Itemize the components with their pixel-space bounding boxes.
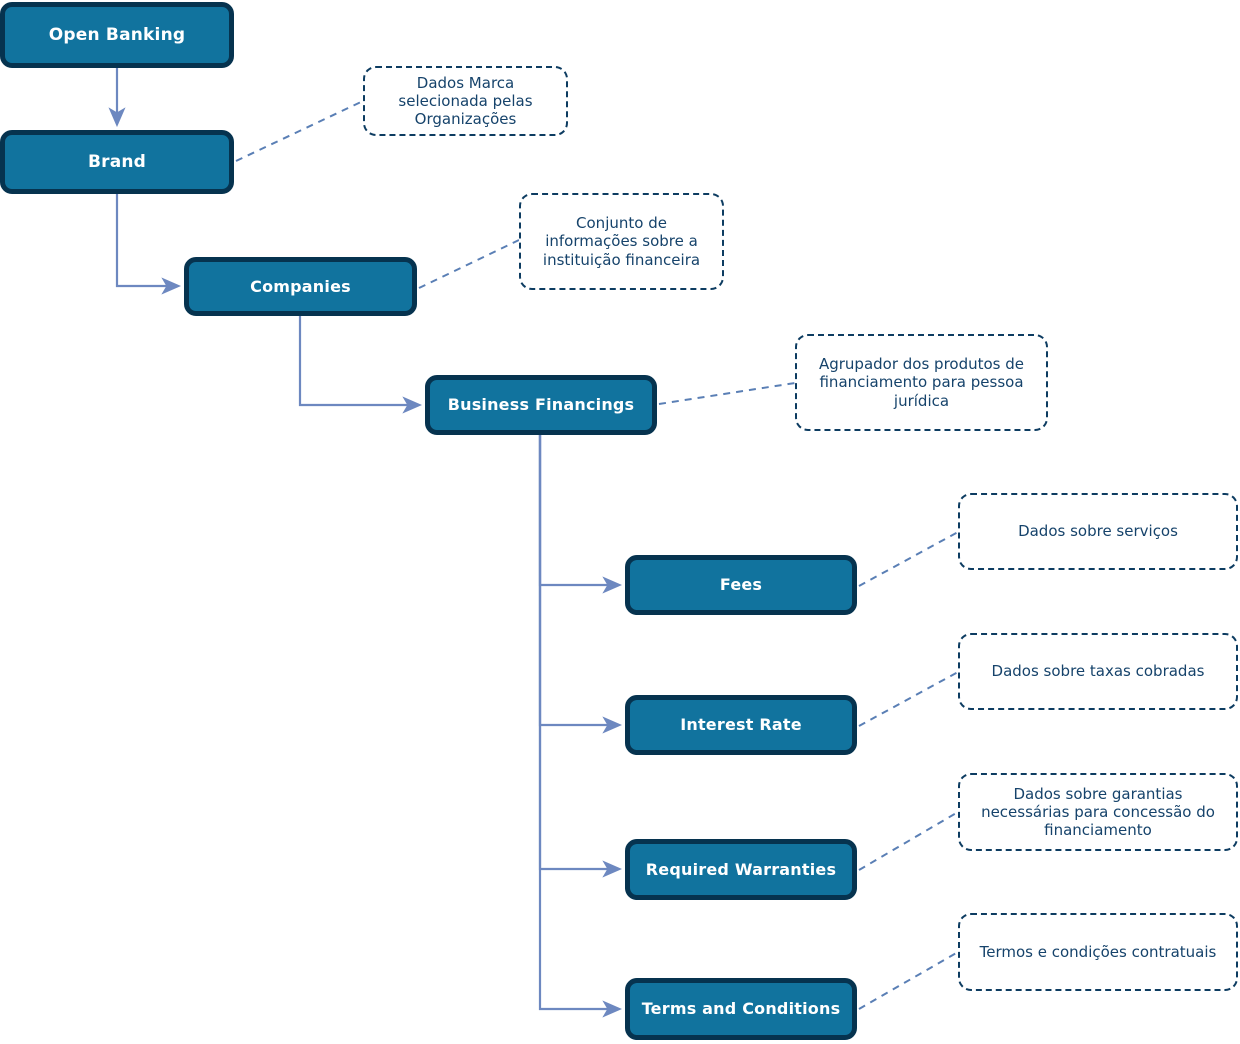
- callout-interest-rate-note: Dados sobre taxas cobradas: [958, 633, 1238, 710]
- leader-financings-note: [658, 382, 796, 405]
- edge-companies-to-business-financings: [298, 316, 423, 414]
- node-business-financings[interactable]: Business Financings: [425, 375, 657, 435]
- callout-business-financings-note-text: Agrupador dos produtos de financiamento …: [818, 355, 1025, 410]
- leader-terms-note: [858, 951, 959, 1010]
- callout-companies-note: Conjunto de informações sobre a institui…: [519, 193, 724, 290]
- edge-business-financings-to-required-warranties: [538, 435, 623, 878]
- leader-interest-note: [858, 671, 959, 727]
- callout-fees-note: Dados sobre serviços: [958, 493, 1238, 570]
- callout-terms-and-conditions-note-text: Termos e condições contratuais: [979, 942, 1217, 961]
- node-interest-rate-label: Interest Rate: [680, 715, 802, 735]
- node-brand-label: Brand: [87, 151, 147, 172]
- node-required-warranties[interactable]: Required Warranties: [625, 839, 857, 900]
- callout-business-financings-note: Agrupador dos produtos de financiamento …: [795, 334, 1048, 431]
- callout-interest-rate-note-text: Dados sobre taxas cobradas: [991, 662, 1205, 681]
- node-interest-rate[interactable]: Interest Rate: [625, 695, 857, 755]
- edge-business-financings-to-interest-rate: [538, 435, 623, 734]
- callout-companies-note-text: Conjunto de informações sobre a institui…: [542, 214, 701, 269]
- node-fees[interactable]: Fees: [625, 555, 857, 615]
- node-companies[interactable]: Companies: [184, 257, 417, 316]
- node-required-warranties-label: Required Warranties: [645, 859, 837, 879]
- leader-companies-note: [418, 239, 520, 289]
- node-business-financings-label: Business Financings: [447, 395, 635, 415]
- callout-brand-note-text: Dados Marca selecionada pelas Organizaçõ…: [398, 73, 533, 129]
- callout-required-warranties-note-text: Dados sobre garantias necessárias para c…: [981, 784, 1215, 840]
- callout-fees-note-text: Dados sobre serviços: [1018, 522, 1178, 541]
- node-terms-and-conditions-label: Terms and Conditions: [641, 999, 841, 1019]
- node-fees-label: Fees: [719, 575, 763, 595]
- callout-terms-and-conditions-note: Termos e condições contratuais: [958, 913, 1238, 991]
- node-open-banking[interactable]: Open Banking: [0, 2, 234, 68]
- node-brand[interactable]: Brand: [0, 130, 234, 194]
- callout-brand-note: Dados Marca selecionada pelas Organizaçõ…: [363, 66, 568, 136]
- edge-business-financings-to-fees: [538, 435, 623, 594]
- edge-brand-to-companies: [115, 194, 182, 295]
- node-terms-and-conditions[interactable]: Terms and Conditions: [625, 978, 857, 1040]
- node-open-banking-label: Open Banking: [48, 24, 186, 45]
- node-companies-label: Companies: [250, 276, 351, 296]
- leader-warranties-note: [858, 811, 959, 871]
- leader-fees-note: [858, 531, 959, 587]
- callout-required-warranties-note: Dados sobre garantias necessárias para c…: [958, 773, 1238, 851]
- leader-brand-note: [235, 100, 364, 162]
- edge-business-financings-to-terms-and-conditions: [538, 435, 623, 1018]
